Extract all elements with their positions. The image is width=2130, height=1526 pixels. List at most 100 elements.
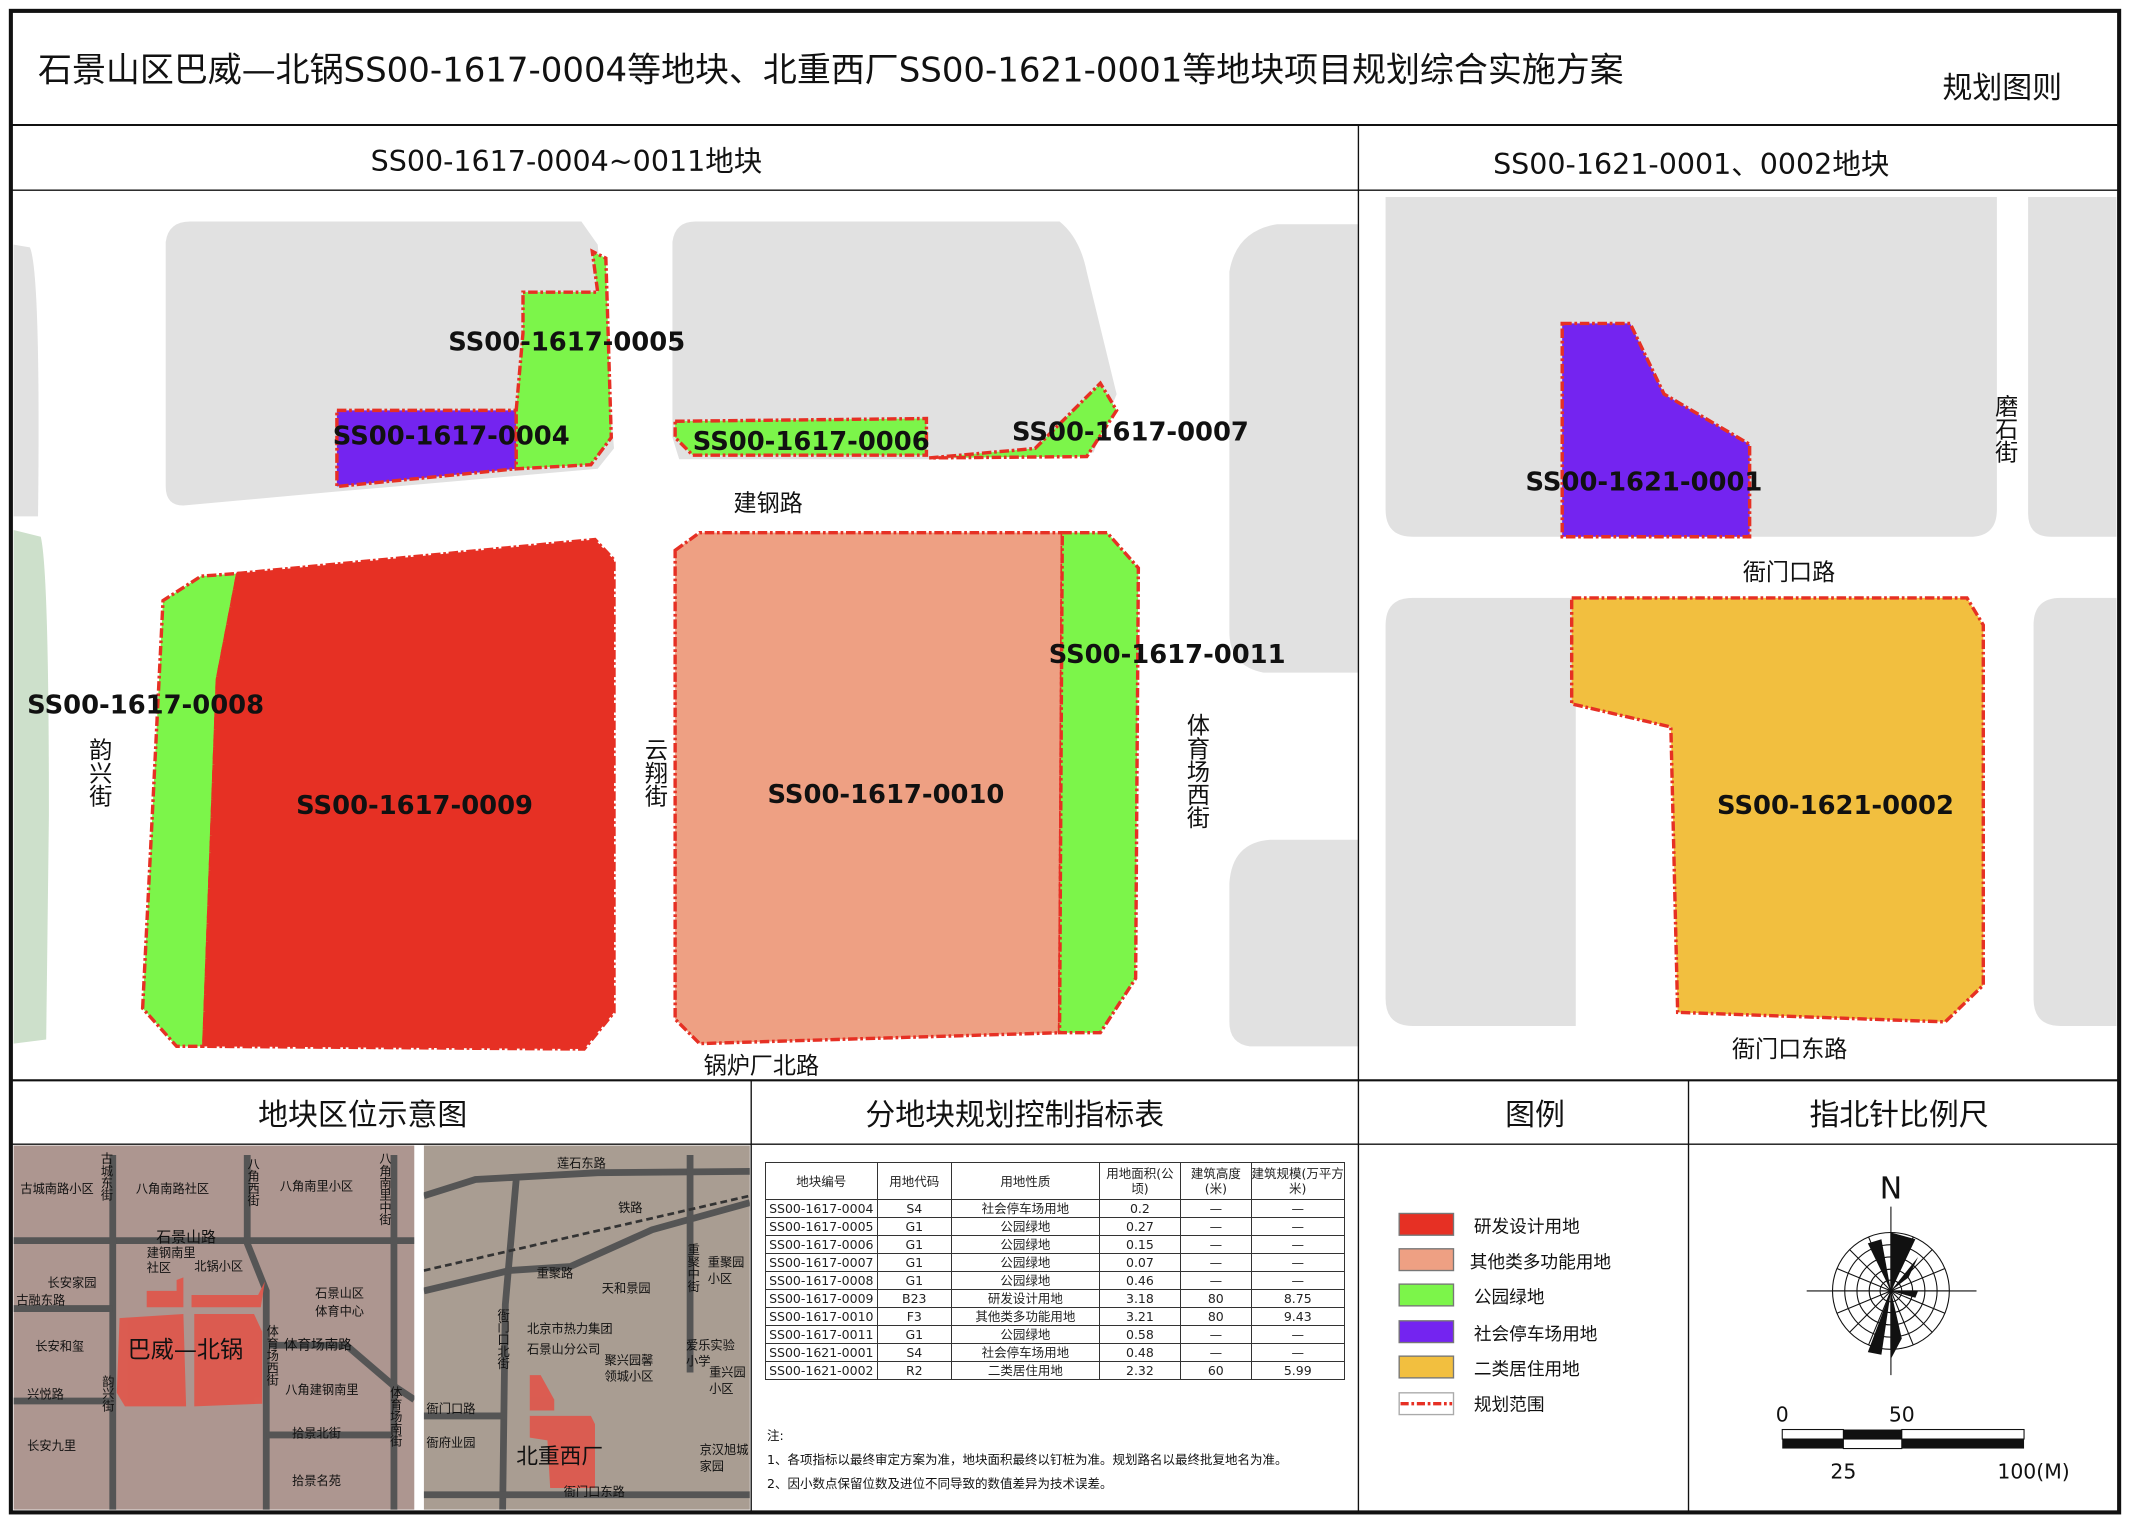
table-cell: S4 [876, 1343, 952, 1362]
loc-label: 八角南路社区 [136, 1181, 209, 1196]
table-cell: 0.48 [1098, 1343, 1182, 1362]
frame [8, 8, 2122, 1515]
table-cell: SS00-1621-0001 [765, 1343, 878, 1362]
loc-label: 重兴园 [709, 1366, 746, 1380]
table-cell: 0.27 [1098, 1217, 1182, 1236]
parcel-0007-shape[interactable] [929, 380, 1119, 460]
parcel-0005-shape[interactable] [514, 248, 614, 471]
column-header: 建筑规模(万平方米) [1250, 1162, 1345, 1200]
loc-label: 聚兴园馨 [604, 1352, 653, 1367]
legend-swatch-rd [1398, 1212, 1455, 1236]
legend-label: 研发设计用地 [1474, 1216, 1580, 1237]
parcel-label-0007: SS00-1617-0007 [1012, 417, 1249, 447]
legend-swatch-residential [1398, 1355, 1455, 1379]
table-cell: 0.07 [1098, 1253, 1182, 1272]
loc-label: 重聚中街 [686, 1243, 700, 1292]
table-cell: — [1250, 1253, 1345, 1272]
parcel-0006-shape[interactable] [673, 416, 929, 457]
loc-label: 长安家园 [48, 1275, 97, 1290]
table-cell: G1 [876, 1253, 952, 1272]
column-header: 用地代码 [876, 1162, 952, 1200]
parcel-0009-shape[interactable] [202, 537, 616, 1051]
parcel-label-1621-0002: SS00-1621-0002 [1717, 791, 1954, 821]
loc-label: 韵兴街 [100, 1374, 114, 1412]
loc-label: 衙门口北街 [496, 1308, 510, 1369]
block [1385, 197, 1997, 537]
loc-label: 八角西街 [246, 1158, 260, 1207]
loc-label: 拾景北街 [292, 1426, 341, 1441]
loc-label: 天和景园 [602, 1281, 651, 1295]
loc-label: 八角建钢南里 [285, 1382, 358, 1397]
table-cell: SS00-1617-0007 [765, 1253, 878, 1272]
table-cell: — [1250, 1235, 1345, 1254]
table-cell: 2.32 [1098, 1361, 1182, 1380]
page-title: 石景山区巴威—北锅SS00-1617-0004等地块、北重西厂SS00-1621… [38, 51, 1624, 91]
table-cell: — [1250, 1325, 1345, 1344]
legend-label: 规划范围 [1474, 1394, 1545, 1415]
parcel-1621-0002-shape[interactable] [1569, 596, 1985, 1024]
compass-spoke [1836, 1268, 1892, 1292]
legend: 研发设计用地 其他类多功能用地 公园绿地 社会停车场用地 二类居住用地 规划范围 [1398, 1212, 1611, 1415]
notes-title: 注: [767, 1428, 784, 1443]
table-cell: 0.2 [1098, 1199, 1182, 1218]
table-cell: 80 [1180, 1289, 1252, 1308]
section-header-right-map: SS00-1621-0001、0002地块 [1493, 148, 1889, 181]
table-cell: 社会停车场用地 [950, 1343, 1100, 1362]
table-cell: SS00-1617-0004 [765, 1199, 878, 1218]
table-cell: 其他类多功能用地 [950, 1307, 1100, 1326]
road-label-tiyuchang-xi: 体育场西街 [1182, 713, 1210, 829]
table-cell: 60 [1180, 1361, 1252, 1380]
parcel-0011-shape[interactable] [1057, 530, 1141, 1035]
column-header: 用地面积(公顷) [1098, 1162, 1182, 1200]
table-notes: 注: 1、各项指标以最终审定方案为准，地块面积最终以钉桩为准。规划路名以最终批复… [767, 1424, 1287, 1496]
table-cell: R2 [876, 1361, 952, 1380]
table-cell: G1 [876, 1217, 952, 1236]
table-cell: F3 [876, 1307, 952, 1326]
road-label-yamenkou-dong: 衙门口东路 [1732, 1037, 1847, 1063]
loc-label: 古融东路 [16, 1293, 65, 1308]
loc-label: 重聚路 [537, 1265, 574, 1280]
block [2033, 597, 2117, 1026]
table-cell: G1 [876, 1235, 952, 1254]
column-header: 建筑高度(米) [1180, 1162, 1252, 1200]
table-cell: 公园绿地 [950, 1217, 1100, 1236]
column-header: 用地性质 [950, 1162, 1100, 1200]
table-cell: G1 [876, 1271, 952, 1290]
loc-label: 北京市热力集团 [527, 1321, 613, 1336]
table-cell: — [1250, 1199, 1345, 1218]
block [672, 221, 1117, 460]
table-cell: — [1250, 1217, 1345, 1236]
loc-label: 小学 [686, 1354, 710, 1369]
table-cell: 3.18 [1098, 1289, 1182, 1308]
loc-label: 拾景名苑 [292, 1473, 341, 1488]
table-cell: 80 [1180, 1307, 1252, 1326]
note-2: 2、因小数点保留位数及进位不同导致的数值差异为技术误差。 [767, 1476, 1113, 1491]
scale-label: 50 [1889, 1402, 1915, 1426]
loc-label: 莲石东路 [557, 1155, 606, 1170]
loc-label: 兴悦路 [27, 1386, 64, 1401]
road-label-moshi: 磨石街 [1991, 394, 2019, 464]
table-cell: 9.43 [1250, 1307, 1345, 1326]
parcel-0010-shape[interactable] [673, 530, 1064, 1046]
block [1229, 224, 1359, 673]
table-cell: — [1180, 1235, 1252, 1254]
parcel-label-0009: SS00-1617-0009 [296, 791, 533, 821]
block [1385, 597, 1576, 1026]
table-cell: 公园绿地 [950, 1235, 1100, 1254]
parcel-1621-0001-shape[interactable] [1560, 321, 1752, 539]
table-cell: 公园绿地 [950, 1253, 1100, 1272]
site-map-right: SS00-1621-0001 SS00-1621-0002 磨石街 衙门口路 衙… [1385, 197, 2117, 1063]
loc-label: 衙门口东路 [564, 1484, 625, 1499]
table-cell: G1 [876, 1325, 952, 1344]
compass-spoke [1890, 1268, 1946, 1292]
road-label-yunxiang: 云翔街 [640, 738, 668, 808]
table-cell: 公园绿地 [950, 1271, 1100, 1290]
legend-label: 公园绿地 [1474, 1287, 1545, 1308]
loc-label: 长安和玺 [35, 1339, 84, 1354]
parcel-label-0010: SS00-1617-0010 [768, 780, 1005, 810]
north-label: N [1880, 1172, 1902, 1207]
